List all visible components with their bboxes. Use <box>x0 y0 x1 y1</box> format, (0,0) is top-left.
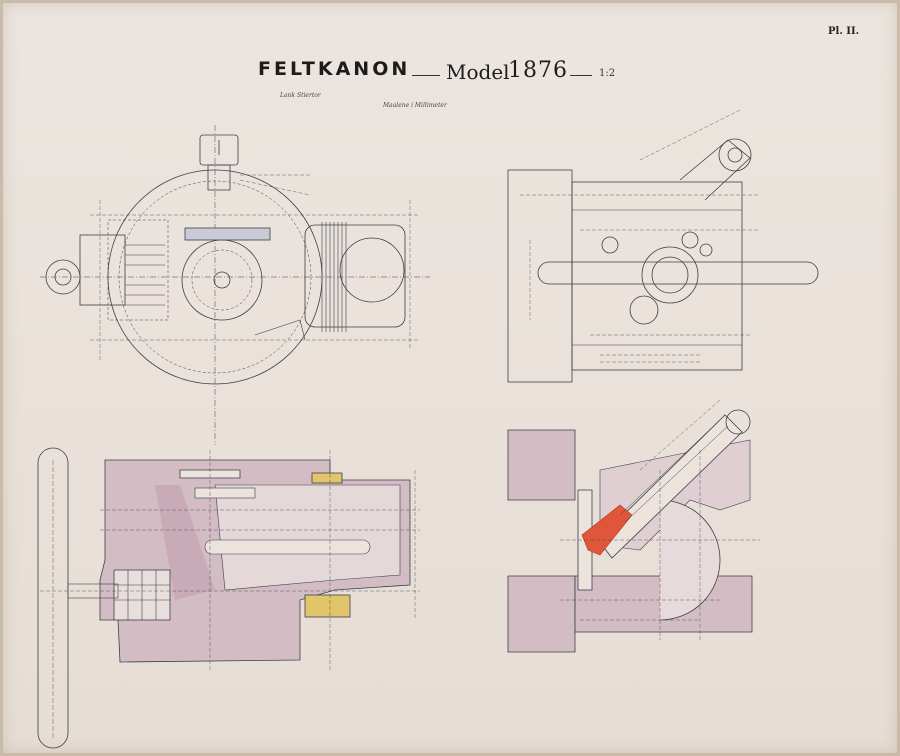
locking-bar <box>184 227 271 241</box>
plate-number: Pl. II. <box>828 26 860 37</box>
top-plan-view <box>507 109 819 383</box>
scale-label: 1:2 <box>599 68 616 79</box>
model-label: Model <box>446 60 510 84</box>
brass-fitting-bottom <box>304 594 351 618</box>
note-left: Lank Stiertor <box>280 92 321 99</box>
screw-housing <box>304 224 406 328</box>
note-center: Maalene i Millimeter <box>383 102 447 109</box>
model-year: 1876 <box>508 58 568 83</box>
cross-section-view <box>507 399 760 653</box>
screw-circle <box>339 237 405 303</box>
drawing-title: FELTKANON <box>258 58 411 80</box>
title-dash <box>412 75 440 76</box>
bore-circle <box>181 239 263 321</box>
side-section-view <box>37 447 420 749</box>
title-dash <box>570 75 592 76</box>
plan-body <box>571 181 743 371</box>
red-firing-pin <box>581 504 633 556</box>
front-view <box>40 125 430 445</box>
sliding-slot <box>204 539 371 555</box>
cross-left-bottom-block <box>507 575 576 653</box>
cross-angled-lever <box>597 414 743 559</box>
cross-left-top-block <box>507 429 576 501</box>
lever-rod <box>537 261 819 285</box>
plan-gear <box>641 246 699 304</box>
cross-semicircle <box>659 499 721 621</box>
brass-fitting-top <box>311 472 343 484</box>
plan-left-block <box>507 169 573 383</box>
